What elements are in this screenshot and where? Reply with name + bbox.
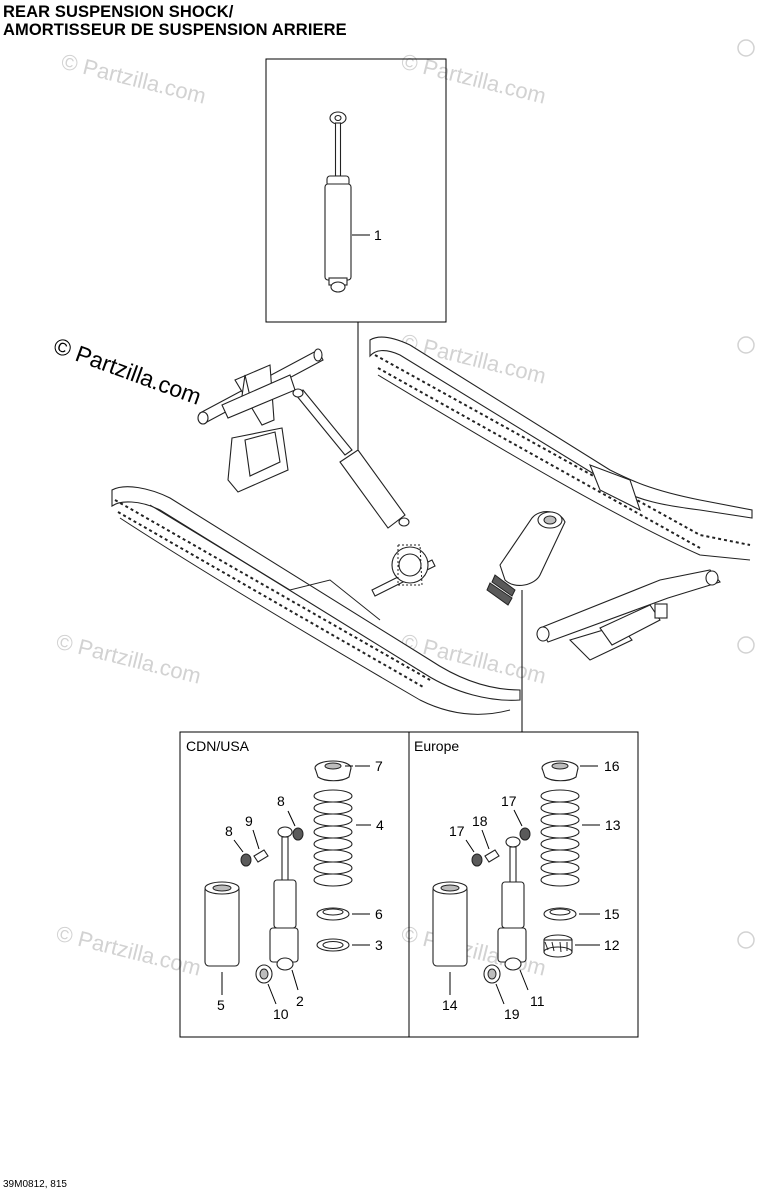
callout-9: 9 xyxy=(245,813,253,829)
upper-arm-assembly xyxy=(197,348,324,493)
callout-1: 1 xyxy=(374,227,382,243)
copyright-icon xyxy=(737,931,755,949)
callout-12: 12 xyxy=(604,937,620,953)
watermark-dark: © Partzilla.com xyxy=(50,332,205,409)
callout-15: 15 xyxy=(604,906,620,922)
leader-line xyxy=(465,839,475,853)
callout-17: 17 xyxy=(501,793,517,809)
callout-5: 5 xyxy=(217,997,225,1013)
region-label-cdn-usa: CDN/USA xyxy=(186,738,250,754)
shock-absorber-1 xyxy=(324,111,352,293)
copyright-icon xyxy=(737,336,755,354)
callout-4: 4 xyxy=(376,817,384,833)
callout-7: 7 xyxy=(375,758,383,774)
callout-10: 10 xyxy=(273,1006,289,1022)
cdn-usa-parts xyxy=(204,760,353,984)
europe-parts xyxy=(432,760,580,984)
shock-detail-box xyxy=(265,58,447,323)
leader-line xyxy=(495,983,505,1005)
leader-line xyxy=(233,839,244,853)
copyright-icon xyxy=(737,636,755,654)
callout-3: 3 xyxy=(375,937,383,953)
copyright-icon xyxy=(737,39,755,57)
right-rail-slide xyxy=(369,336,753,561)
callout-6: 6 xyxy=(375,906,383,922)
callout-2: 2 xyxy=(296,993,304,1009)
leader-line xyxy=(267,983,277,1005)
callout-8: 8 xyxy=(277,793,285,809)
leader-line xyxy=(252,829,260,850)
callout-17: 17 xyxy=(449,823,465,839)
callout-13: 13 xyxy=(605,817,621,833)
callout-11: 11 xyxy=(530,993,545,1009)
leader-line xyxy=(481,829,490,850)
callout-18: 18 xyxy=(472,813,488,829)
callout-16: 16 xyxy=(604,758,620,774)
installed-shock-center xyxy=(292,388,410,529)
leader-line xyxy=(519,969,529,991)
rear-arm-assembly xyxy=(536,569,721,661)
watermark: © Partzilla.com xyxy=(54,921,204,981)
callout-8: 8 xyxy=(225,823,233,839)
region-label-europe: Europe xyxy=(414,738,459,754)
leader-line xyxy=(287,810,296,827)
drawing-reference: 39M0812, 815 xyxy=(3,1179,67,1190)
callout-14: 14 xyxy=(442,997,458,1013)
page-title-line-2: AMORTISSEUR DE SUSPENSION ARRIERE xyxy=(3,21,347,39)
callout-19: 19 xyxy=(504,1006,520,1022)
lower-axle-assembly xyxy=(371,544,436,597)
watermark: © Partzilla.com xyxy=(54,629,204,689)
left-rail-slide xyxy=(111,486,521,715)
watermark: © Partzilla.com xyxy=(59,49,209,109)
page-title-line-1: REAR SUSPENSION SHOCK/ xyxy=(3,3,234,21)
installed-spring-shock xyxy=(486,511,566,606)
leader-line xyxy=(291,969,299,991)
leader-line xyxy=(513,809,523,827)
watermark: © Partzilla.com xyxy=(399,49,549,109)
